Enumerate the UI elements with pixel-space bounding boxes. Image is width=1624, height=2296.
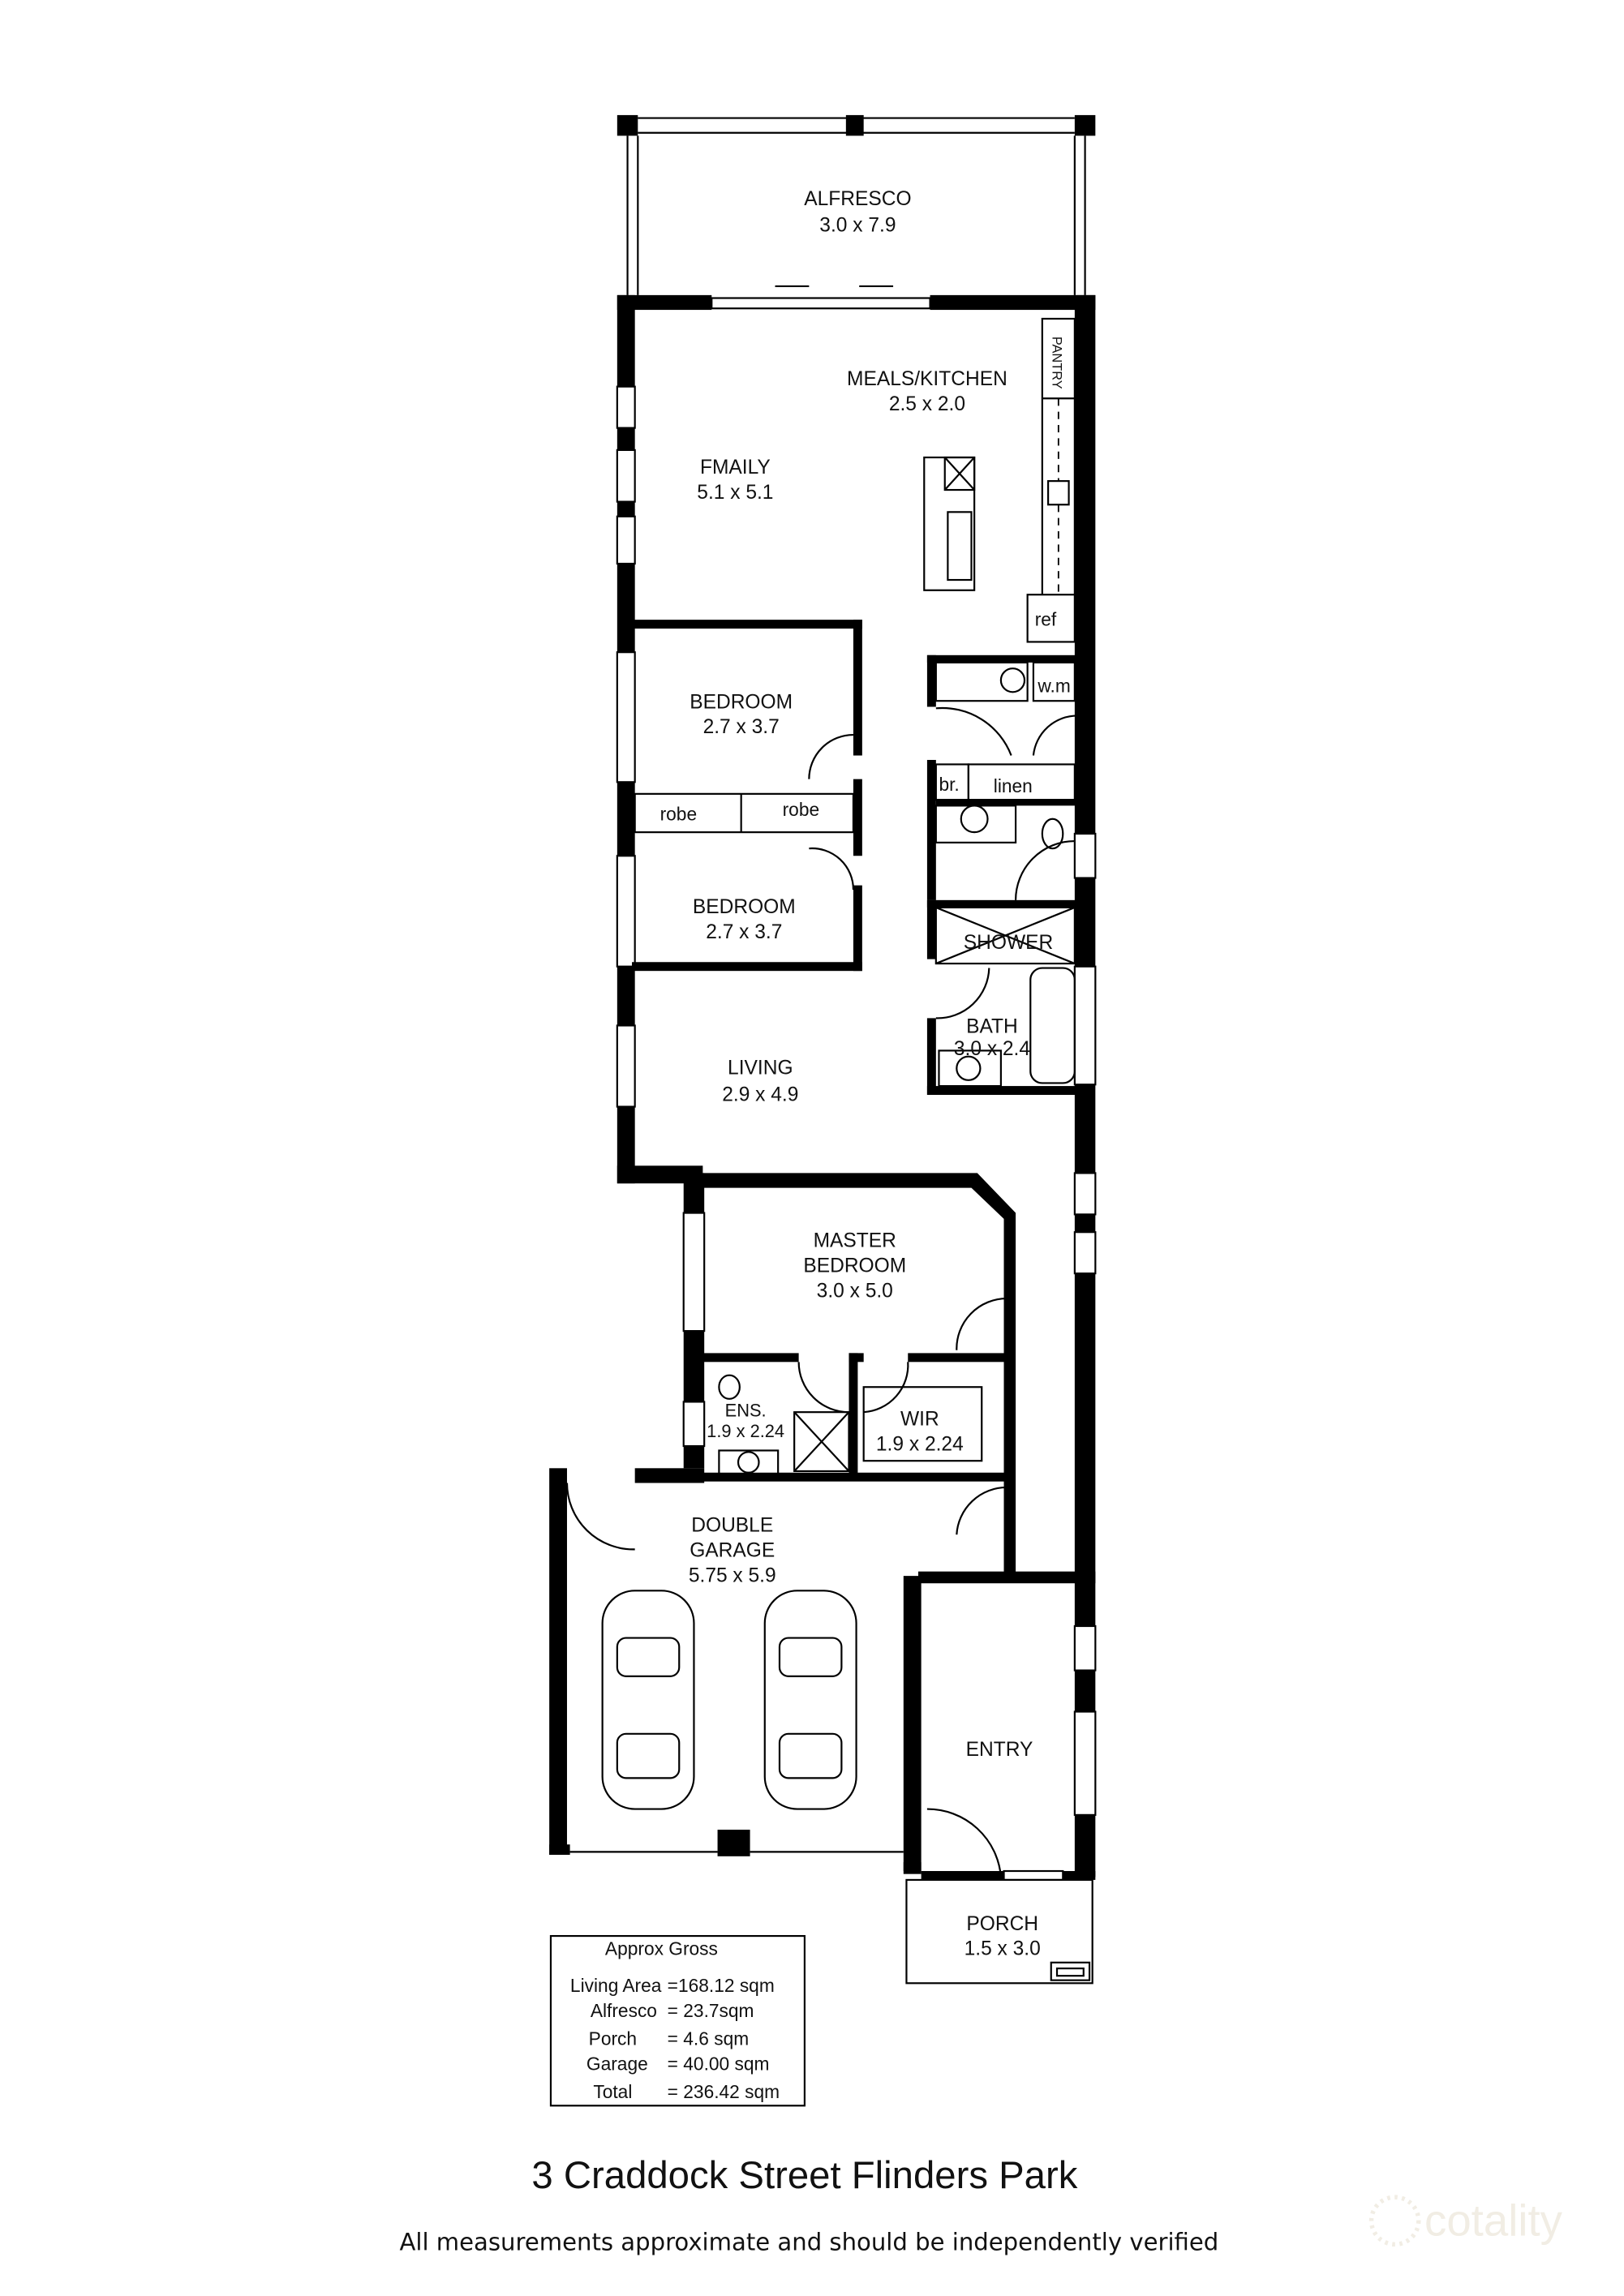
area-label: Porch [589,2028,637,2049]
room-name-bedroom-2: BEDROOM [693,896,796,918]
room-name-meals-kitchen: MEALS/KITCHEN [847,368,1007,390]
room-size-bedroom-2: 2.7 x 3.7 [706,921,782,943]
area-label: Total [593,2081,632,2102]
car-icon [763,1590,857,1810]
toilet-icon [1041,818,1064,850]
robe-label: robe [660,804,698,825]
room-size-bath: 3.0 x 2.4 [954,1038,1030,1060]
room-name-bath: BATH [966,1016,1018,1038]
room-name-bedroom-1: BEDROOM [690,691,793,713]
property-title: 3 Craddock Street Flinders Park [531,2154,1077,2197]
room-name-alfresco: ALFRESCO [804,188,911,210]
room-name-garage-2: GARAGE [690,1539,775,1561]
wet-area-walls [926,654,1078,1096]
dishwasher-icon [943,456,976,491]
kitchen-fixtures [923,317,1076,643]
washing-machine-label: w.m [1037,675,1070,696]
area-label: Garage [586,2054,648,2075]
room-size-master: 3.0 x 5.0 [817,1280,893,1302]
room-name-living: LIVING [728,1058,793,1079]
room-size-garage: 5.75 x 5.9 [689,1564,776,1586]
linen-label: linen [994,775,1033,796]
room-name-master-2: BEDROOM [803,1255,906,1277]
area-summary-box: Approx Gross Living Area =168.12 sqm Alf… [549,1934,806,2107]
room-size-living: 2.9 x 4.9 [722,1084,798,1105]
cooktop-icon [1047,480,1070,506]
room-name-family: FMAILY [700,457,771,479]
room-size-family: 5.1 x 5.1 [697,482,773,504]
shower-label: SHOWER [964,932,1053,954]
car-icon [601,1590,695,1810]
windows [616,385,1097,1816]
bedroom-walls [632,620,862,972]
bathtub-icon [1029,967,1076,1084]
area-value: = 4.6 sqm [668,2028,749,2049]
master-suite-walls [565,1297,1015,1878]
area-label: Alfresco [591,2000,657,2021]
shower-icon [934,906,1076,965]
area-value: =168.12 sqm [668,1975,775,1996]
pantry-label: PANTRY [1050,337,1064,389]
room-size-porch: 1.5 x 3.0 [965,1938,1041,1960]
room-size-wir: 1.9 x 2.24 [876,1433,964,1455]
robe-label: robe [783,799,820,820]
room-name-ensuite: ENS. [725,1401,767,1421]
cotality-logo: cotality [1368,2195,1563,2247]
area-value: = 23.7sqm [668,2000,754,2021]
room-name-entry: ENTRY [966,1739,1033,1761]
room-size-bedroom-1: 2.7 x 3.7 [703,716,780,738]
broom-cupboard-label: br. [939,774,959,795]
area-value: = 40.00 sqm [668,2054,770,2075]
fridge-label: ref [1035,608,1057,629]
alfresco-area [617,114,1096,295]
area-value: = 236.42 sqm [668,2081,780,2102]
room-name-porch: PORCH [966,1913,1038,1935]
area-label: Living Area [570,1975,662,1996]
room-size-meals-kitchen: 2.5 x 2.0 [889,393,965,415]
room-name-wir: WIR [900,1409,939,1431]
svg-text:cotality: cotality [1424,2195,1563,2245]
room-size-alfresco: 3.0 x 7.9 [819,215,896,237]
room-size-ensuite: 1.9 x 2.24 [707,1421,784,1441]
disclaimer: All measurements approximate and should … [399,2229,1218,2256]
room-name-garage: DOUBLE [691,1515,773,1537]
area-summary-heading: Approx Gross [605,1938,718,1959]
sink-icon [947,511,973,582]
room-name-master: MASTER [814,1230,896,1251]
